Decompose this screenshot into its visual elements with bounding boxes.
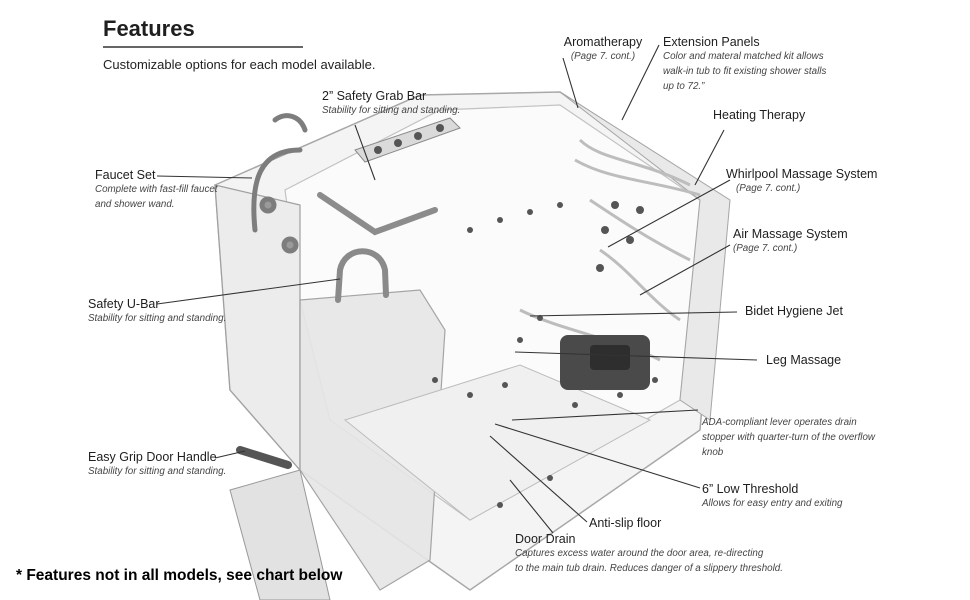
page-title: Features bbox=[103, 16, 195, 41]
leg-massage-motor bbox=[560, 335, 650, 390]
callout-label: 6” Low Threshold bbox=[702, 482, 799, 496]
footnote: * Features not in all models, see chart … bbox=[16, 567, 343, 584]
callout-heating-therapy: Heating Therapy bbox=[713, 108, 805, 122]
callout-whirlpool-massage: Whirlpool Massage System (Page 7. cont.) bbox=[726, 167, 877, 196]
callout-easy-grip-door-handle: Easy Grip Door Handle Stability for sitt… bbox=[88, 450, 226, 479]
callout-desc: Stability for sitting and standing. bbox=[322, 105, 461, 116]
callout-label: Extension Panels bbox=[663, 35, 760, 49]
callout-label: Faucet Set bbox=[95, 168, 156, 182]
callout-desc: to the main tub drain. Reduces danger of… bbox=[515, 563, 783, 574]
callout-desc: and shower wand. bbox=[95, 199, 175, 210]
callout-label: 2” Safety Grab Bar bbox=[322, 89, 427, 103]
callout-label: Easy Grip Door Handle bbox=[88, 450, 217, 464]
callout-extension-panels: Extension Panels Color and materal match… bbox=[663, 35, 826, 94]
callout-label: Air Massage System bbox=[733, 227, 848, 241]
callout-faucet-set: Faucet Set Complete with fast-fill fauce… bbox=[95, 168, 218, 212]
jet-dots bbox=[432, 201, 658, 508]
callout-label: Door Drain bbox=[515, 532, 576, 546]
callout-desc: ADA-compliant lever operates drain bbox=[702, 417, 857, 428]
grab-bar bbox=[317, 192, 438, 236]
callout-label: Safety U-Bar bbox=[88, 297, 160, 311]
callout-door-drain: Door Drain Captures excess water around … bbox=[515, 532, 783, 576]
callout-ada-lever: ADA-compliant lever operates drain stopp… bbox=[702, 415, 875, 460]
callout-desc: walk-in tub to fit existing shower stall… bbox=[663, 66, 827, 77]
callout-desc: (Page 7. cont.) bbox=[733, 243, 798, 254]
u-bar bbox=[335, 248, 389, 303]
callout-desc: Complete with fast-fill faucet bbox=[95, 184, 218, 195]
callout-desc: knob bbox=[702, 447, 724, 458]
leader-lines bbox=[156, 44, 758, 534]
callout-label: Bidet Hygiene Jet bbox=[745, 304, 843, 318]
callout-desc: Stability for sitting and standing. bbox=[88, 466, 227, 477]
callout-label: Heating Therapy bbox=[713, 108, 806, 122]
callout-desc: up to 72.” bbox=[663, 81, 705, 92]
callout-low-threshold: 6” Low Threshold Allows for easy entry a… bbox=[702, 482, 843, 511]
callout-label: Whirlpool Massage System bbox=[726, 167, 878, 181]
callout-desc: Color and materal matched kit allows bbox=[663, 51, 824, 62]
callout-bidet-hygiene-jet: Bidet Hygiene Jet bbox=[745, 304, 843, 318]
callout-desc: Allows for easy entry and exiting bbox=[702, 498, 843, 509]
callout-desc: (Page 7. cont.) bbox=[570, 51, 636, 62]
callout-label: Leg Massage bbox=[766, 353, 842, 367]
callout-anti-slip-floor: Anti-slip floor bbox=[589, 516, 661, 530]
callout-leg-massage: Leg Massage bbox=[766, 353, 841, 367]
callout-label: Anti-slip floor bbox=[589, 516, 662, 530]
door-handle bbox=[236, 446, 292, 469]
callout-aromatherapy: Aromatherapy (Page 7. cont.) bbox=[548, 35, 658, 64]
callout-label: Aromatherapy bbox=[563, 35, 643, 49]
callout-safety-u-bar: Safety U-Bar Stability for sitting and s… bbox=[88, 297, 226, 326]
callout-desc: Captures excess water around the door ar… bbox=[515, 548, 764, 559]
faucet-icon bbox=[251, 113, 308, 254]
callout-air-massage: Air Massage System (Page 7. cont.) bbox=[733, 227, 848, 256]
callout-desc: Stability for sitting and standing. bbox=[88, 313, 227, 324]
callout-desc: (Page 7. cont.) bbox=[736, 183, 801, 194]
title-underline bbox=[103, 46, 303, 48]
callout-safety-grab-bar: 2” Safety Grab Bar Stability for sitting… bbox=[322, 89, 460, 118]
callout-desc: stopper with quarter-turn of the overflo… bbox=[702, 432, 875, 443]
control-panel bbox=[354, 117, 461, 163]
page-subtitle: Customizable options for each model avai… bbox=[103, 57, 376, 72]
